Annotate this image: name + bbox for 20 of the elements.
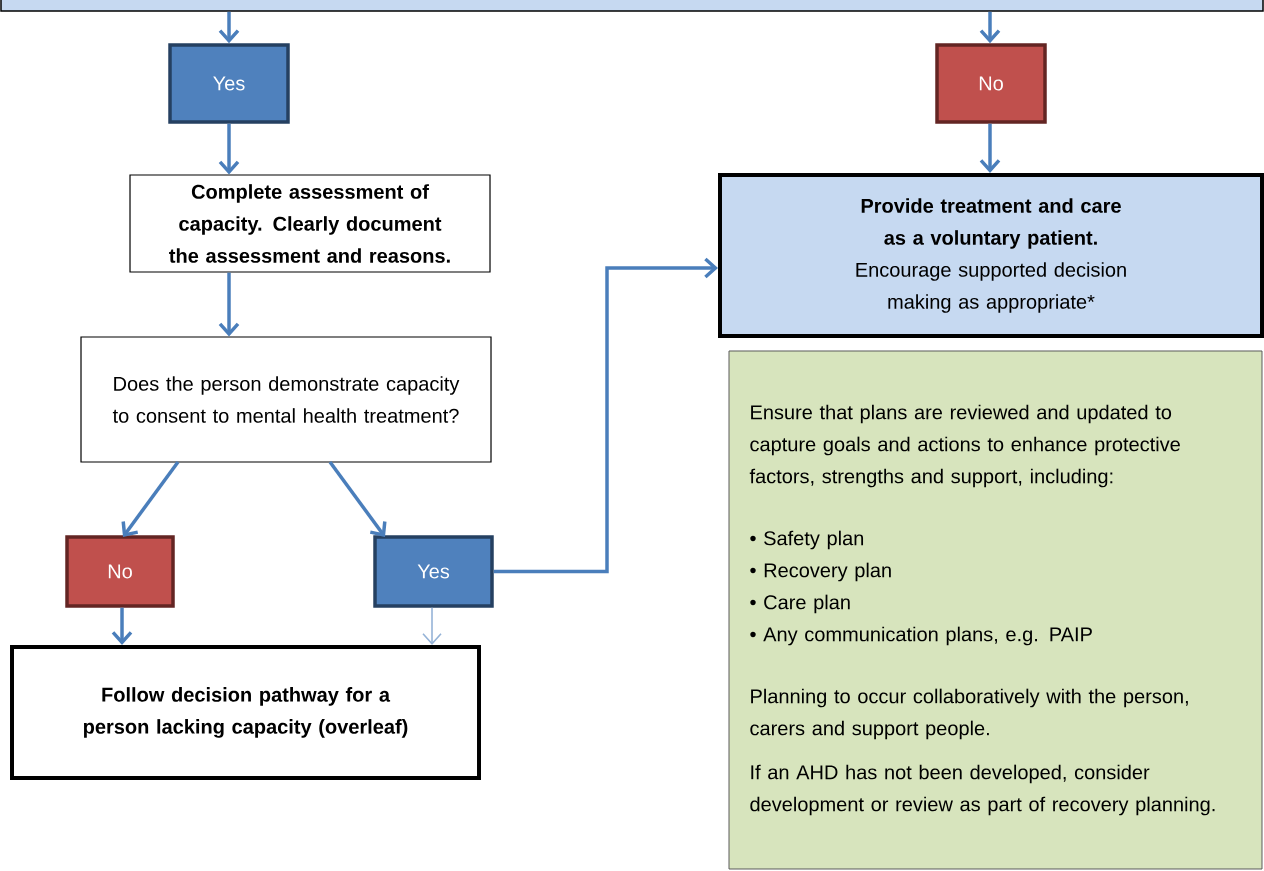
arrow xyxy=(422,606,442,645)
arrow xyxy=(218,272,240,337)
arrow xyxy=(121,460,180,537)
arrow xyxy=(493,257,718,574)
no-box: No xyxy=(65,535,175,608)
process-box: Complete assessment of capacity. Clearly document the assessment and reasons. xyxy=(129,174,491,273)
arrow xyxy=(218,123,240,175)
arrow xyxy=(979,123,1001,173)
arrow xyxy=(328,460,387,537)
decision-box: Does the person demonstrate capacity to consent to mental health treatment? xyxy=(80,336,492,463)
note-box: Ensure that plans are reviewed and updated to capture goals and actions to enhance protective factors, strengths and support, including: • Safety plan • Recovery plan • Care plan • Any communication plans, e.g. PAIP Planning to occur collaboratively with the person, carers and support people. If an AHD has not been developed, consider development or review as part of recovery planning. xyxy=(728,350,1263,870)
no-box: No xyxy=(935,43,1047,124)
yes-box: Yes xyxy=(168,43,290,124)
outcome-box: Provide treatment and care as a voluntary patient. Encourage supported decision making as appropriate* xyxy=(718,173,1264,338)
yes-box: Yes xyxy=(373,535,494,608)
arrow xyxy=(111,607,133,645)
header-band xyxy=(0,0,1264,12)
arrow xyxy=(979,11,1001,44)
arrow xyxy=(218,11,240,44)
outcome-box: Follow decision pathway for a person lacking capacity (overleaf) xyxy=(10,645,481,780)
